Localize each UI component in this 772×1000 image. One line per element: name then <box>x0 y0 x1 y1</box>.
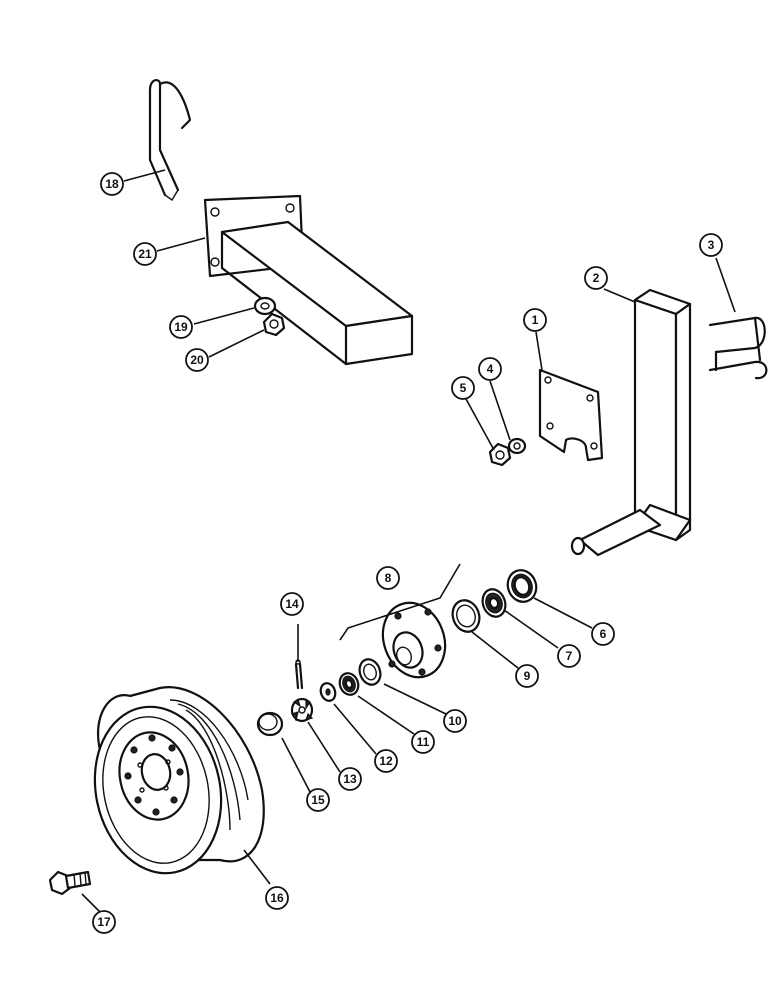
plate-1 <box>538 368 604 462</box>
seal-6 <box>506 569 538 603</box>
callout-4: 4 <box>478 357 502 381</box>
u-bolt-18 <box>148 79 192 202</box>
svg-text:21: 21 <box>138 247 152 261</box>
svg-text:13: 13 <box>343 772 357 786</box>
hub-8 <box>381 601 447 679</box>
callout-20: 20 <box>185 348 209 372</box>
spindle-post-2 <box>570 288 692 557</box>
bearing-cup-10 <box>358 658 382 686</box>
nut-5 <box>488 442 512 467</box>
callout-14: 14 <box>280 592 304 616</box>
bolt-17 <box>48 870 92 896</box>
svg-text:9: 9 <box>524 669 531 683</box>
callout-13: 13 <box>338 767 362 791</box>
svg-text:20: 20 <box>190 353 204 367</box>
washer-12 <box>319 682 337 702</box>
svg-text:6: 6 <box>600 627 607 641</box>
svg-text:19: 19 <box>174 320 188 334</box>
callout-18: 18 <box>100 172 124 196</box>
callout-11: 11 <box>411 730 435 754</box>
callout-10: 10 <box>443 709 467 733</box>
callout-17: 17 <box>92 910 116 934</box>
nut-20 <box>262 312 286 337</box>
wheel-rim-16 <box>93 686 265 875</box>
svg-text:18: 18 <box>105 177 119 191</box>
svg-text:12: 12 <box>379 754 393 768</box>
axle-mount-21 <box>203 194 414 366</box>
svg-text:2: 2 <box>593 271 600 285</box>
u-bolt-3 <box>708 316 768 380</box>
castle-nut-13 <box>290 697 314 723</box>
cotter-pin-14 <box>294 659 304 690</box>
callout-9: 9 <box>515 664 539 688</box>
callout-8: 8 <box>376 566 400 590</box>
callout-7: 7 <box>557 644 581 668</box>
svg-text:16: 16 <box>270 891 284 905</box>
lock-washer-4 <box>507 437 527 455</box>
callout-5: 5 <box>451 376 475 400</box>
bearing-cone-7 <box>481 588 507 618</box>
leader-lines <box>81 169 736 913</box>
bearing-cone-11 <box>338 672 360 696</box>
callout-21: 21 <box>133 242 157 266</box>
dust-cap-15 <box>256 711 284 737</box>
callout-19: 19 <box>169 315 193 339</box>
callout-16: 16 <box>265 886 289 910</box>
bearing-cup-9 <box>451 599 481 633</box>
callout-1: 1 <box>523 308 547 332</box>
washer-19 <box>253 296 277 316</box>
svg-text:7: 7 <box>566 649 573 663</box>
svg-text:3: 3 <box>708 238 715 252</box>
svg-text:11: 11 <box>417 735 430 749</box>
svg-text:14: 14 <box>285 597 299 611</box>
svg-text:8: 8 <box>385 571 392 585</box>
callout-12: 12 <box>374 749 398 773</box>
svg-text:4: 4 <box>487 362 494 376</box>
callout-15: 15 <box>306 788 330 812</box>
svg-text:10: 10 <box>448 714 462 728</box>
callout-2: 2 <box>584 266 608 290</box>
svg-text:1: 1 <box>532 313 539 327</box>
callout-3: 3 <box>699 233 723 257</box>
svg-text:5: 5 <box>460 381 467 395</box>
svg-text:15: 15 <box>311 793 325 807</box>
svg-text:17: 17 <box>97 915 111 929</box>
callout-6: 6 <box>591 622 615 646</box>
